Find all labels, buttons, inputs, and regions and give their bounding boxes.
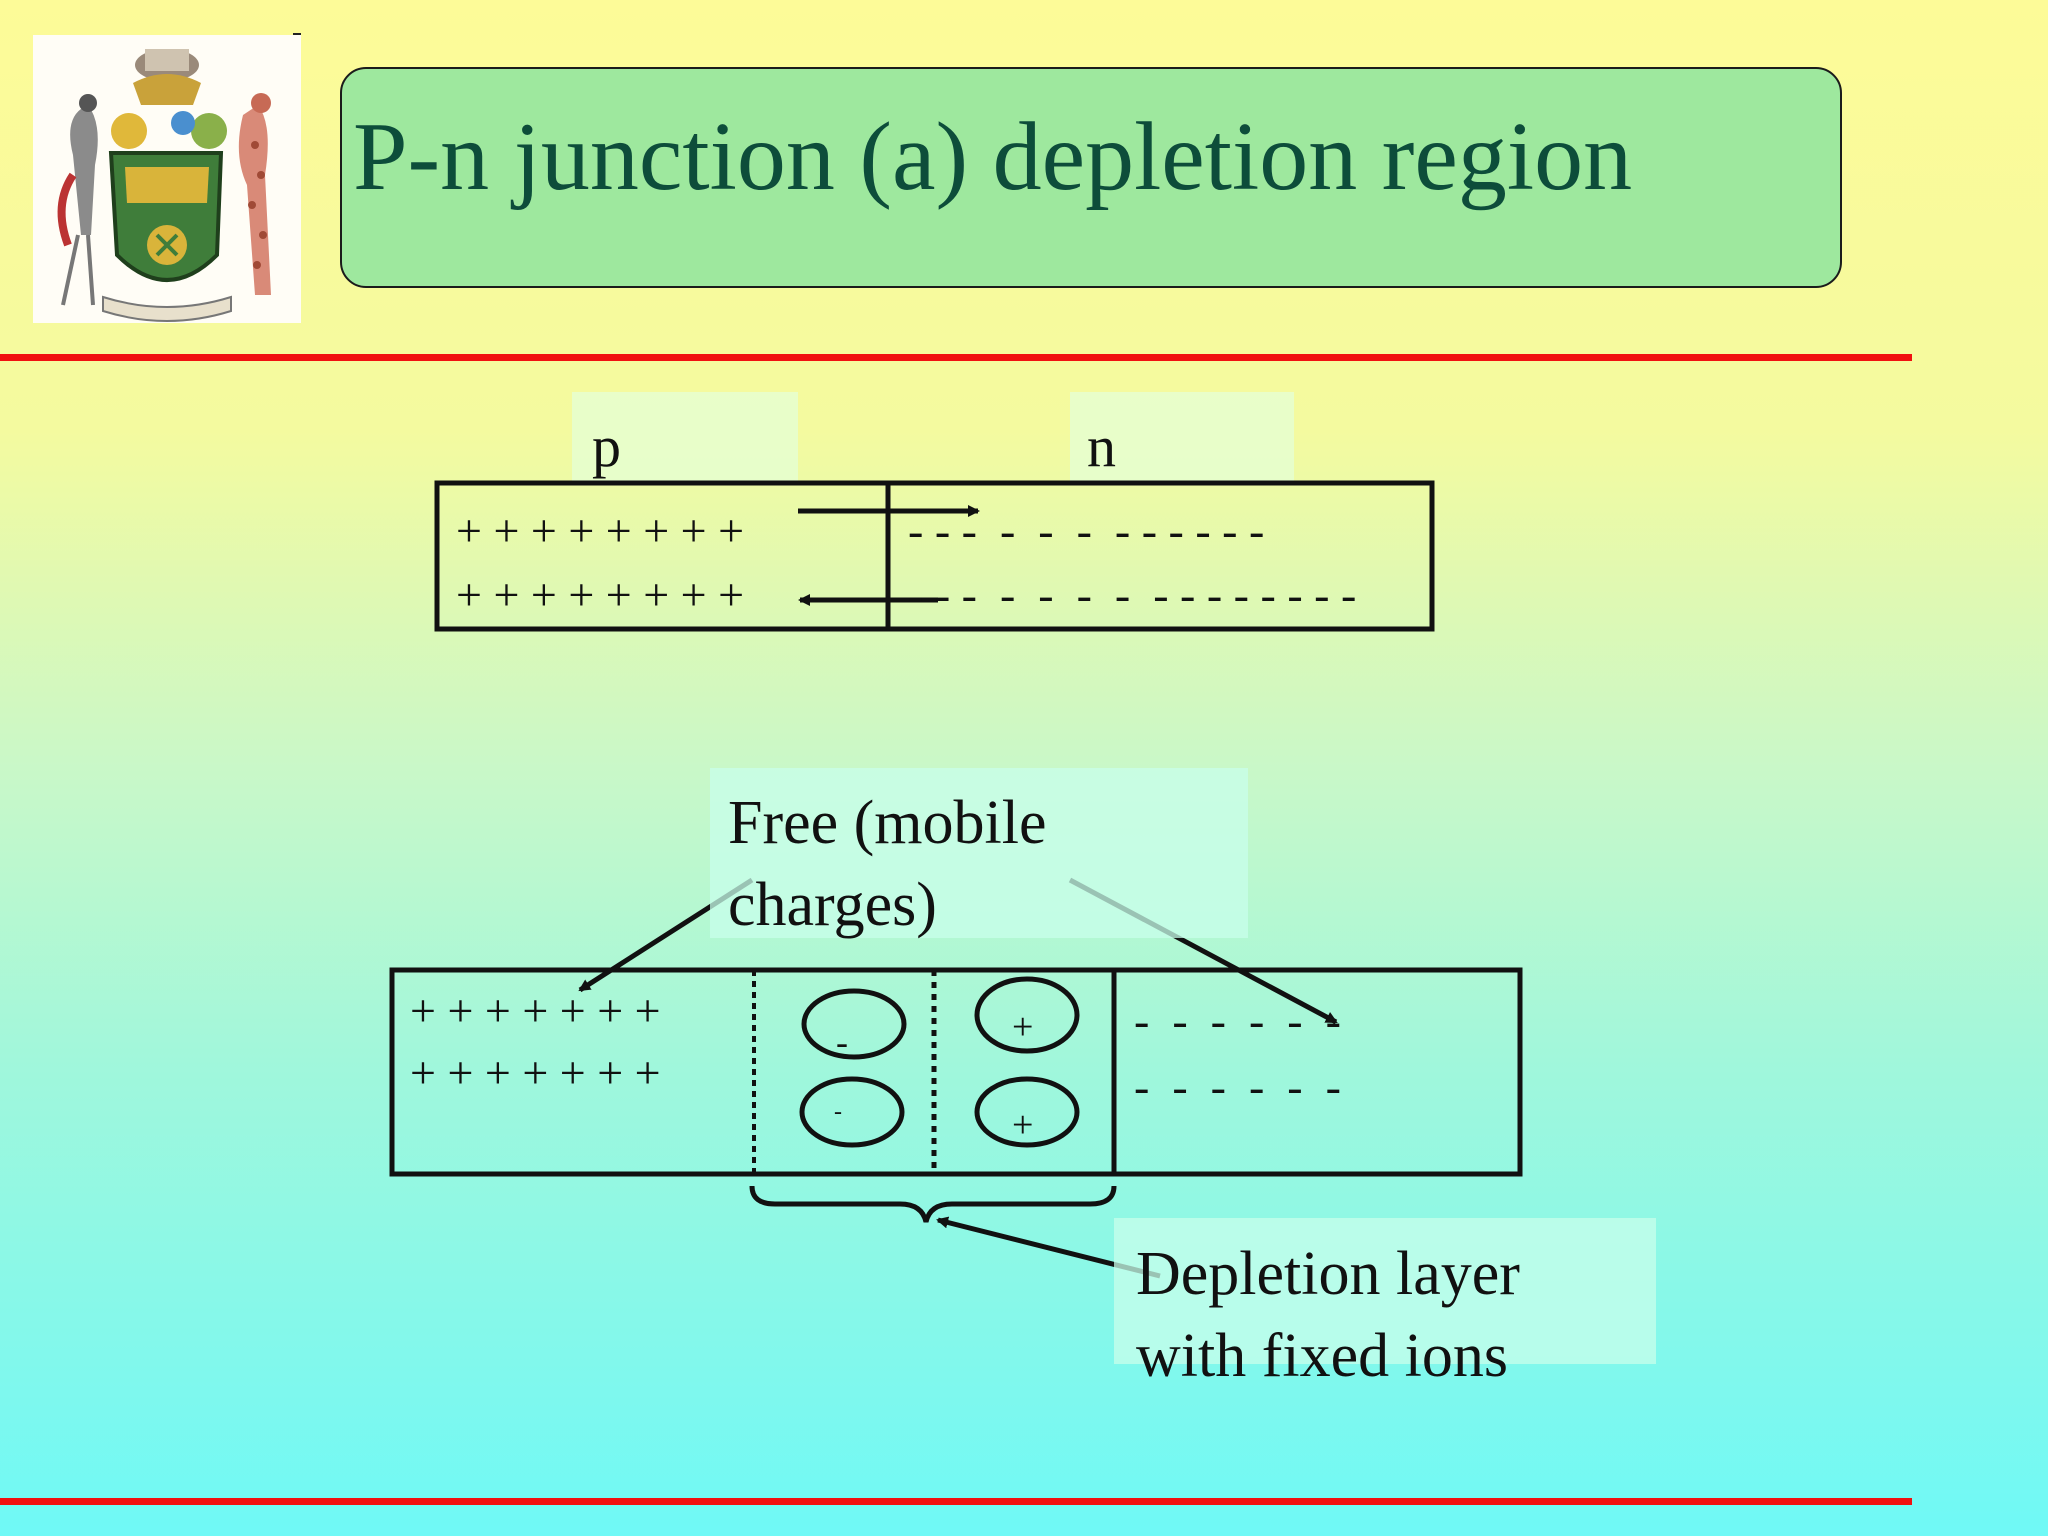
negative-ion-sign-1: - (836, 1022, 848, 1062)
fixed-positive-ion-2 (974, 1076, 1080, 1148)
slide-title: P-n junction (a) depletion region (353, 103, 1633, 211)
logo-mark (293, 33, 301, 35)
top-p-charges-row2: + + + + + + + + (456, 569, 745, 620)
top-divider (0, 354, 1912, 361)
p-region-label: p (592, 414, 621, 479)
depletion-caption-line1: Depletion layer (1136, 1240, 1520, 1308)
p-label-box (572, 392, 798, 484)
bottom-n-charges-row1: - - - - - - (1134, 995, 1341, 1046)
depletion-brace (749, 1185, 1117, 1223)
fixed-positive-ion-1 (974, 976, 1080, 1054)
bottom-n-charges-row2: - - - - - - (1134, 1061, 1341, 1112)
free-charges-caption-box (710, 768, 1248, 938)
coat-of-arms-icon (33, 35, 301, 323)
free-charges-caption: Free (mobile charges) (728, 782, 1047, 946)
top-p-charges-row1: + + + + + + + + (456, 505, 745, 556)
depletion-caption: Depletion layer with fixed ions (1136, 1233, 1520, 1397)
university-logo (33, 35, 301, 323)
positive-ion-sign-1: + (1012, 1006, 1034, 1048)
bottom-p-charges-row2: + + + + + + + (410, 1047, 661, 1098)
title-box (340, 67, 1842, 288)
depletion-caption-box (1114, 1218, 1656, 1364)
top-n-charges-row2: - - - - - - - - - - - - - - - (908, 569, 1357, 620)
free-charges-caption-line2: charges) (728, 871, 937, 939)
fixed-negative-ion-1 (801, 988, 907, 1060)
free-charges-caption-line1: Free (mobile (728, 789, 1047, 857)
fixed-negative-ion-2 (799, 1076, 905, 1148)
n-region-label: n (1087, 414, 1116, 479)
n-label-box (1070, 392, 1294, 484)
negative-ion-sign-2: - (834, 1099, 842, 1125)
bottom-divider (0, 1498, 1912, 1505)
top-junction-block (434, 480, 1435, 632)
positive-ion-sign-2: + (1012, 1104, 1034, 1146)
bottom-junction-block (389, 967, 1523, 1177)
depletion-caption-line2: with fixed ions (1136, 1322, 1508, 1390)
bottom-p-charges-row1: + + + + + + + (410, 985, 661, 1036)
top-n-charges-row1: - - - - - - - - - - - - (908, 505, 1265, 556)
